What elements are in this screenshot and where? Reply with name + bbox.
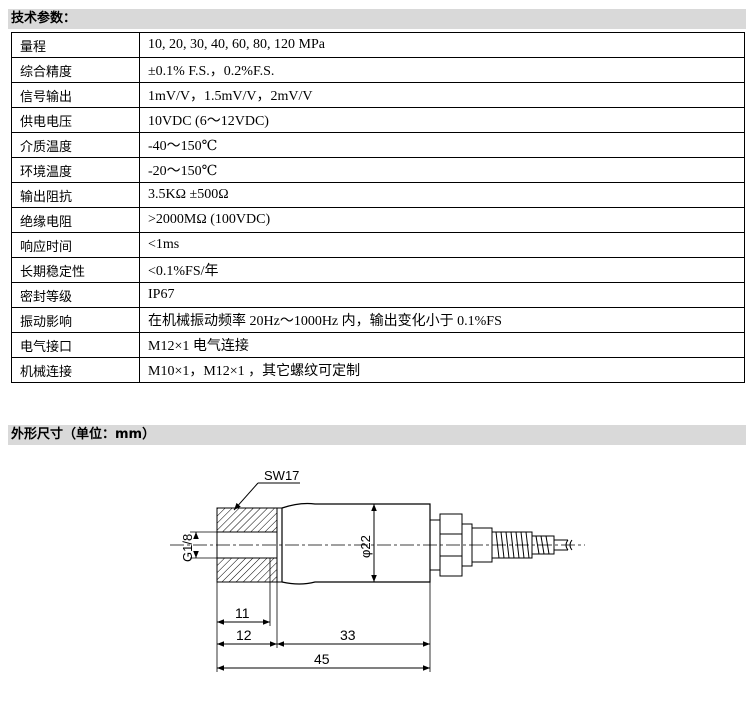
dim-33-label: 33 <box>340 627 356 643</box>
spec-label: 信号输出 <box>11 82 140 108</box>
dimension-11: 11 <box>217 605 270 625</box>
diameter-label: φ22 <box>358 535 373 558</box>
sw-leader: SW17 <box>233 468 300 511</box>
spec-label: 供电电压 <box>11 107 140 133</box>
spec-value: <0.1%FS/年 <box>139 257 745 283</box>
extension-lines <box>216 558 431 672</box>
spec-value: 10VDC (6～12VDC) <box>139 107 745 133</box>
dimension-45: 45 <box>217 651 430 671</box>
spec-label: 环境温度 <box>11 157 140 183</box>
hex-fitting <box>216 507 282 583</box>
dim-11-label: 11 <box>235 605 250 621</box>
dim-12-label: 12 <box>236 627 252 643</box>
thread-label: G1/8 <box>180 534 195 562</box>
spec-row: 振动影响在机械振动频率 20Hz～1000Hz 内，输出变化小于 0.1%FS <box>11 307 745 333</box>
spec-value: 在机械振动频率 20Hz～1000Hz 内，输出变化小于 0.1%FS <box>139 307 745 333</box>
spec-value: M12×1 电气连接 <box>139 332 745 358</box>
spec-value: 3.5KΩ ±500Ω <box>139 182 745 208</box>
spec-label: 长期稳定性 <box>11 257 140 283</box>
dimension-drawing: SW17 G1/8 φ22 11 12 33 45 <box>170 468 585 672</box>
spec-label: 振动影响 <box>11 307 140 333</box>
spec-row: 环境温度-20～150℃ <box>11 157 745 183</box>
spec-value: -20～150℃ <box>139 157 745 183</box>
spec-label: 量程 <box>11 32 140 58</box>
spec-value: 10, 20, 30, 40, 60, 80, 120 MPa <box>139 32 745 58</box>
dim-45-label: 45 <box>314 651 330 667</box>
sensor-body <box>281 502 431 585</box>
spec-value: IP67 <box>139 282 745 308</box>
spec-row: 长期稳定性<0.1%FS/年 <box>11 257 745 283</box>
spec-label: 机械连接 <box>11 357 140 383</box>
spec-row: 响应时间<1ms <box>11 232 745 258</box>
spec-row: 综合精度±0.1% F.S.，0.2%F.S. <box>11 57 745 83</box>
spec-value: <1ms <box>139 232 745 258</box>
specs-section-title: 技术参数： <box>8 9 746 29</box>
spec-row: 介质温度-40～150℃ <box>11 132 745 158</box>
spec-label: 电气接口 <box>11 332 140 358</box>
spec-label: 绝缘电阻 <box>11 207 140 233</box>
spec-value: >2000MΩ (100VDC) <box>139 207 745 233</box>
sw-label: SW17 <box>264 468 299 483</box>
spec-label: 响应时间 <box>11 232 140 258</box>
dimension-12-33: 12 33 <box>217 627 430 647</box>
spec-label: 综合精度 <box>11 57 140 83</box>
spec-label: 密封等级 <box>11 282 140 308</box>
spec-row: 绝缘电阻>2000MΩ (100VDC) <box>11 207 745 233</box>
spec-value: -40～150℃ <box>139 132 745 158</box>
spec-value: ±0.1% F.S.，0.2%F.S. <box>139 57 745 83</box>
diameter-dimension: φ22 <box>358 504 377 582</box>
dimensions-section-title: 外形尺寸（单位：mm） <box>8 425 746 445</box>
spec-value: 1mV/V，1.5mV/V，2mV/V <box>139 82 745 108</box>
spec-label: 输出阻抗 <box>11 182 140 208</box>
thread-dimension: G1/8 <box>180 531 217 562</box>
spec-label: 介质温度 <box>11 132 140 158</box>
spec-value: M10×1，M12×1 ，其它螺纹可定制 <box>139 357 745 383</box>
